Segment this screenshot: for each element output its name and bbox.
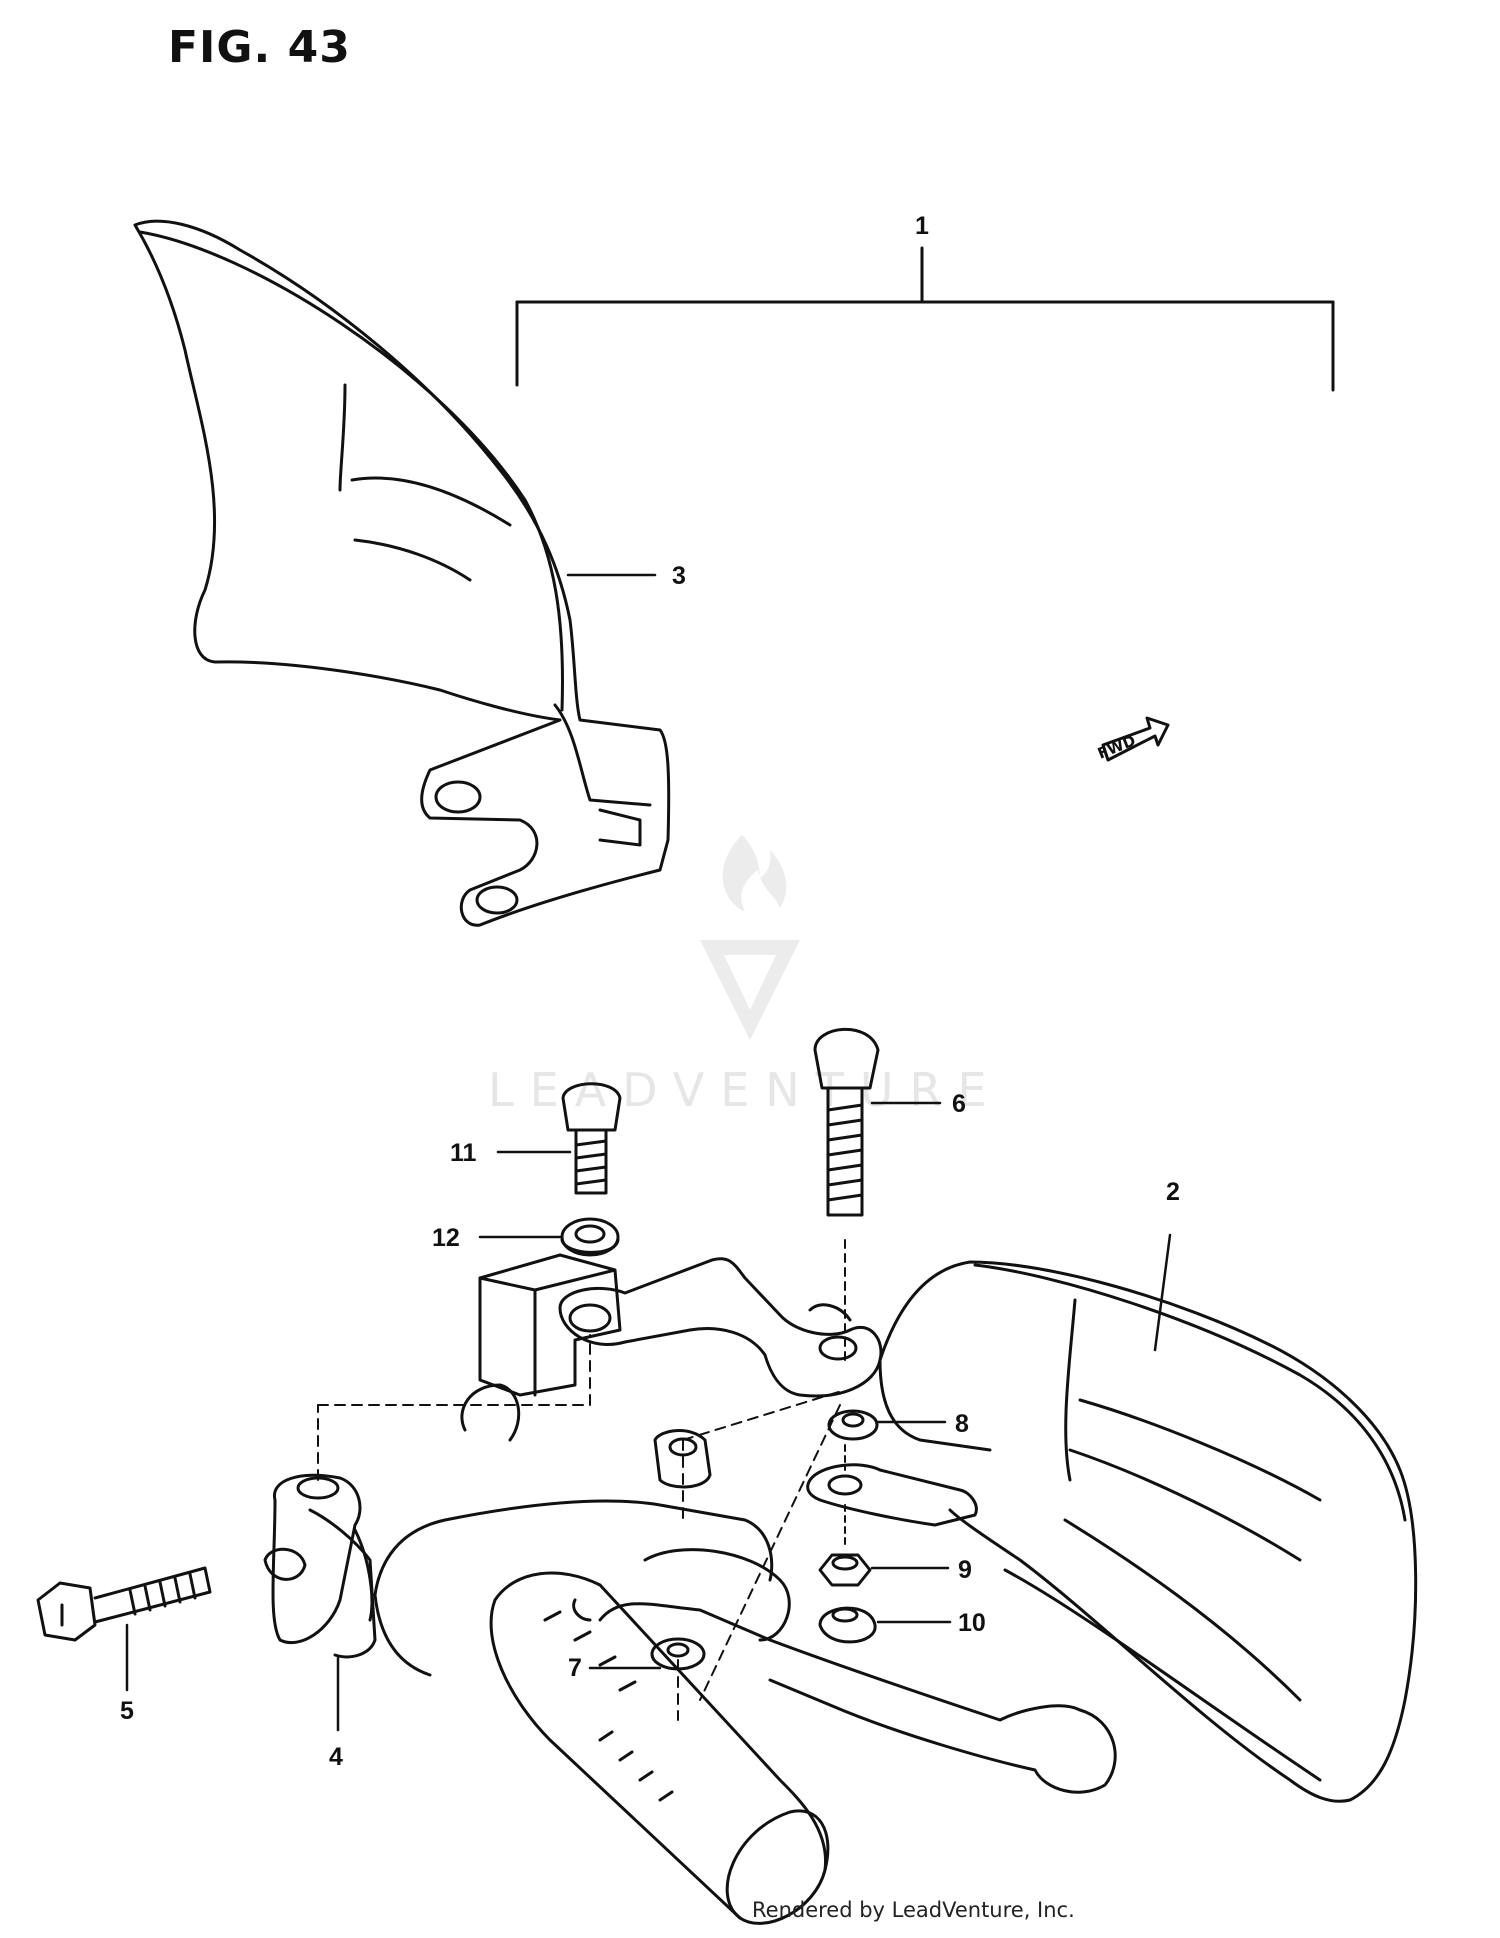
clutch-lever (768, 1638, 1117, 1794)
callout-11: 11 (450, 1139, 477, 1167)
callout-12: 12 (432, 1224, 460, 1252)
leader-lines (125, 573, 1172, 1732)
callout-4: 4 (329, 1743, 343, 1771)
handlebar-grip (489, 1571, 830, 1925)
assembly-bracket (515, 246, 1335, 392)
hand-guard-upper (133, 219, 671, 927)
mount-plate (558, 1257, 883, 1398)
callout-5: 5 (120, 1697, 134, 1725)
lever-perch (263, 1253, 791, 1677)
fwd-arrow-icon (1101, 716, 1170, 762)
washer (560, 1217, 620, 1257)
callout-9: 9 (958, 1556, 972, 1584)
callout-8: 8 (955, 1410, 969, 1438)
callout-3: 3 (672, 562, 686, 590)
callout-2: 2 (1166, 1178, 1180, 1206)
leadventure-logo-icon (700, 835, 800, 1040)
bolt-short (561, 1082, 622, 1195)
bracket-tab (806, 1463, 978, 1527)
render-credit: Rendered by LeadVenture, Inc. (752, 1898, 1075, 1922)
nut-10 (818, 1606, 877, 1644)
nut-9 (818, 1553, 872, 1587)
callout-7: 7 (568, 1654, 582, 1682)
callout-1: 1 (915, 212, 929, 240)
bolt-long (813, 1027, 880, 1366)
alignment-lines (317, 1334, 846, 1721)
figure-title: FIG. 43 (168, 22, 351, 73)
washer-small (827, 1409, 879, 1441)
callout-6: 6 (952, 1090, 966, 1118)
hand-guard-lower (878, 1260, 1418, 1803)
bolt-pivot (36, 1566, 212, 1642)
callout-10: 10 (958, 1609, 986, 1637)
watermark-text: LEADVENTURE (488, 1063, 1003, 1117)
